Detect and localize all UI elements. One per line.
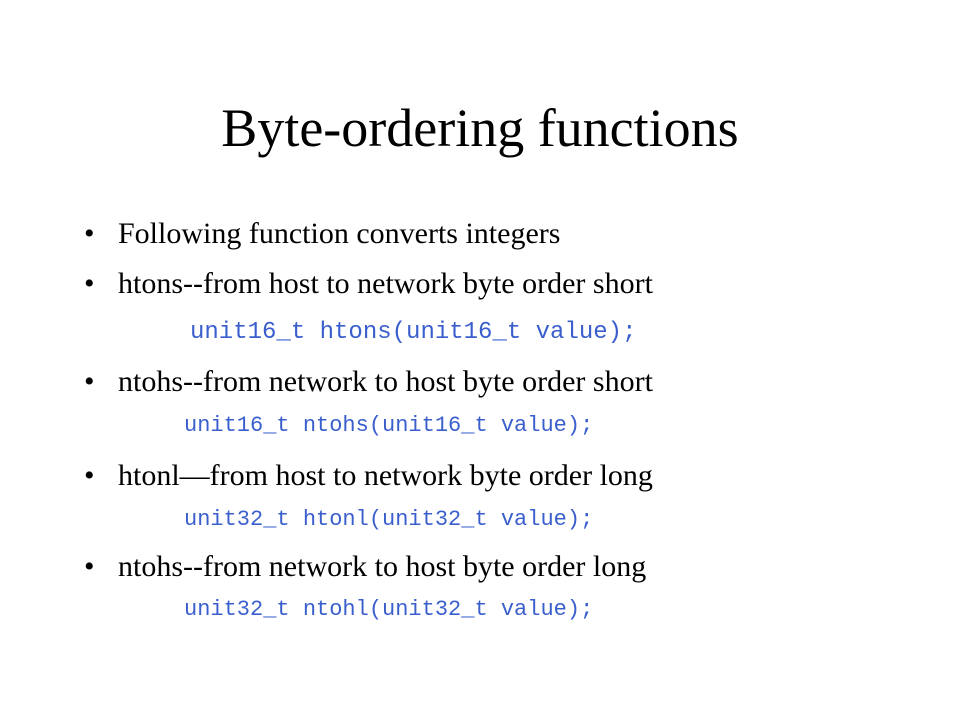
- slide-title: Byte-ordering functions: [221, 98, 739, 158]
- bullet-item-5: • ntohs--from network to host byte order …: [84, 549, 646, 585]
- bullet-item-2: • htons--from host to network byte order …: [84, 266, 653, 302]
- code-line-ntohl: unit32_t ntohl(unit32_t value);: [184, 597, 594, 622]
- bullet-icon: •: [84, 365, 95, 398]
- code-line-htonl: unit32_t htonl(unit32_t value);: [184, 507, 594, 532]
- bullet-icon: •: [84, 267, 95, 300]
- code-line-ntohs: unit16_t ntohs(unit16_t value);: [184, 413, 594, 438]
- bullet-icon: •: [84, 550, 95, 583]
- bullet-icon: •: [84, 217, 95, 250]
- bullet-text: Following function converts integers: [118, 217, 561, 250]
- bullet-text: htons--from host to network byte order s…: [118, 267, 653, 300]
- bullet-text: htonl—from host to network byte order lo…: [118, 459, 653, 492]
- bullet-item-3: • ntohs--from network to host byte order …: [84, 364, 653, 400]
- bullet-text: ntohs--from network to host byte order l…: [118, 550, 647, 583]
- bullet-item-4: • htonl—from host to network byte order l…: [84, 458, 653, 494]
- bullet-text: ntohs--from network to host byte order s…: [118, 365, 653, 398]
- code-line-htons: unit16_t htons(unit16_t value);: [190, 319, 637, 346]
- bullet-item-1: • Following function converts integers: [84, 216, 560, 252]
- bullet-icon: •: [84, 459, 95, 492]
